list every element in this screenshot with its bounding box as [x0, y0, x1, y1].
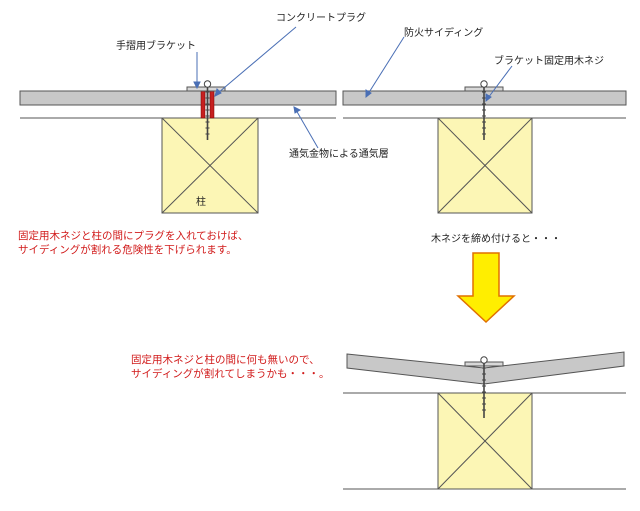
note-without-plug-line1: 固定用木ネジと柱の間に何も無いので、 [131, 354, 320, 366]
leader-vent [295, 109, 319, 149]
post-right [437, 117, 533, 214]
note-with-plug-line2: サイディングが割れる危険性を下げられます。 [18, 244, 237, 256]
label-handrail-bracket: 手摺用ブラケット [116, 41, 196, 52]
note-with-plug-line1: 固定用木ネジと柱の間にプラグを入れておけば、 [18, 230, 249, 242]
screw-bottom [480, 356, 488, 418]
label-post: 柱 [196, 197, 206, 208]
note-without-plug: 固定用木ネジと柱の間に何も無いので、 サイディングが割れてしまうかも・・・。 [131, 353, 346, 381]
screw-left [203, 80, 212, 140]
label-bracket-screw: ブラケット固定用木ネジ [494, 56, 604, 67]
label-tighten-screw: 木ネジを締め付けると・・・ [431, 234, 561, 245]
panel-without-plug [342, 80, 627, 214]
leader-plug [217, 26, 297, 94]
bracket-plate-left [186, 86, 226, 92]
screw-right [480, 80, 488, 140]
note-without-plug-line2: サイディングが割れてしまうかも・・・。 [131, 368, 330, 380]
note-with-plug: 固定用木ネジと柱の間にプラグを入れておけば、 サイディングが割れる危険性を下げら… [18, 229, 318, 257]
leader-screw [487, 65, 513, 99]
leader-siding [367, 36, 405, 95]
label-fire-siding: 防火サイディング [404, 28, 484, 39]
siding-board-left [19, 90, 337, 106]
label-concrete-plug: コンクリートプラグ [276, 13, 366, 24]
post-bottom [437, 392, 533, 490]
leader-lines [193, 26, 513, 149]
panel-after-tightening [343, 351, 626, 490]
down-arrow-icon [456, 252, 516, 324]
label-vent-layer: 通気金物による通気層 [289, 149, 389, 160]
panel-with-plug [19, 80, 337, 214]
post-left [161, 117, 259, 214]
